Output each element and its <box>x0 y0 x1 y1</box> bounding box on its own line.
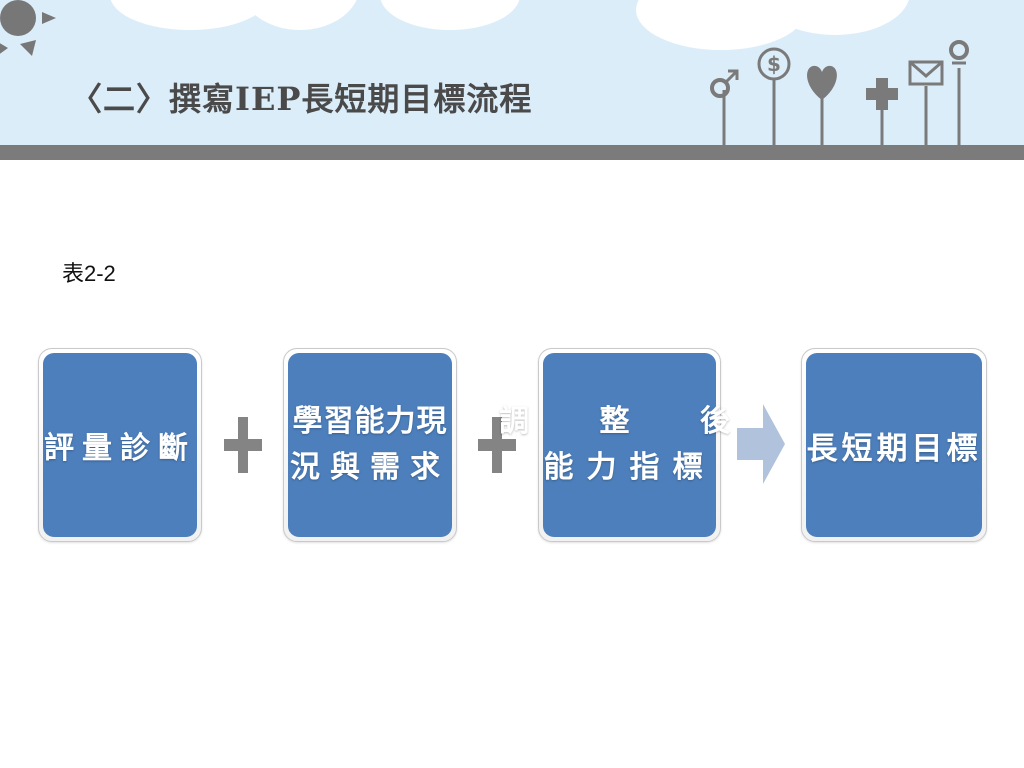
heart-icon <box>807 65 837 100</box>
flow-step-line: 況與需求 <box>290 450 450 485</box>
plus-icon <box>224 417 262 473</box>
header-banner: 〈二〉撰寫IEP長短期目標流程 $ <box>0 0 1024 145</box>
flow-step-long-short-goals: 長短期目標 <box>801 348 987 542</box>
flow-step-line: 能力指標 <box>543 450 716 485</box>
flow-step-line: 評量診斷 <box>44 431 196 466</box>
cross-icon <box>866 78 898 110</box>
sun-icon <box>0 0 56 56</box>
male-icon <box>710 69 739 98</box>
header-divider-bar <box>0 145 1024 160</box>
cloud-decoration <box>380 0 520 30</box>
mail-icon <box>908 60 944 86</box>
flow-step-label: 調 整 後 能力指標 <box>499 353 730 537</box>
female-icon <box>949 40 969 65</box>
table-caption: 表2-2 <box>62 261 116 286</box>
cloud-decoration <box>240 0 360 30</box>
icon-rack: $ <box>710 40 969 145</box>
flow-step-assessment: 評量診斷 <box>38 348 202 542</box>
flow-step-label: 學習能力現 況與需求 <box>288 353 452 537</box>
flow-step-line: 學習能力現 <box>292 404 448 439</box>
flow-step-label: 評量診斷 <box>43 353 197 537</box>
plus-icon <box>478 417 516 473</box>
plus-horizontal-bar <box>224 439 262 451</box>
dollar-icon: $ <box>757 47 791 81</box>
flow-step-adjusted-indicators: 調 整 後 能力指標 <box>499 348 730 542</box>
page-title: 〈二〉撰寫IEP長短期目標流程 <box>70 80 533 118</box>
arrow-right-icon <box>737 404 785 484</box>
plus-horizontal-bar <box>478 439 516 451</box>
flow-step-current-ability: 學習能力現 況與需求 <box>283 348 457 542</box>
svg-text:$: $ <box>767 52 781 76</box>
flow-step-line: 長短期目標 <box>806 430 982 467</box>
flow-step-line: 調 整 後 <box>499 404 760 439</box>
flow-step-label: 長短期目標 <box>806 353 982 537</box>
